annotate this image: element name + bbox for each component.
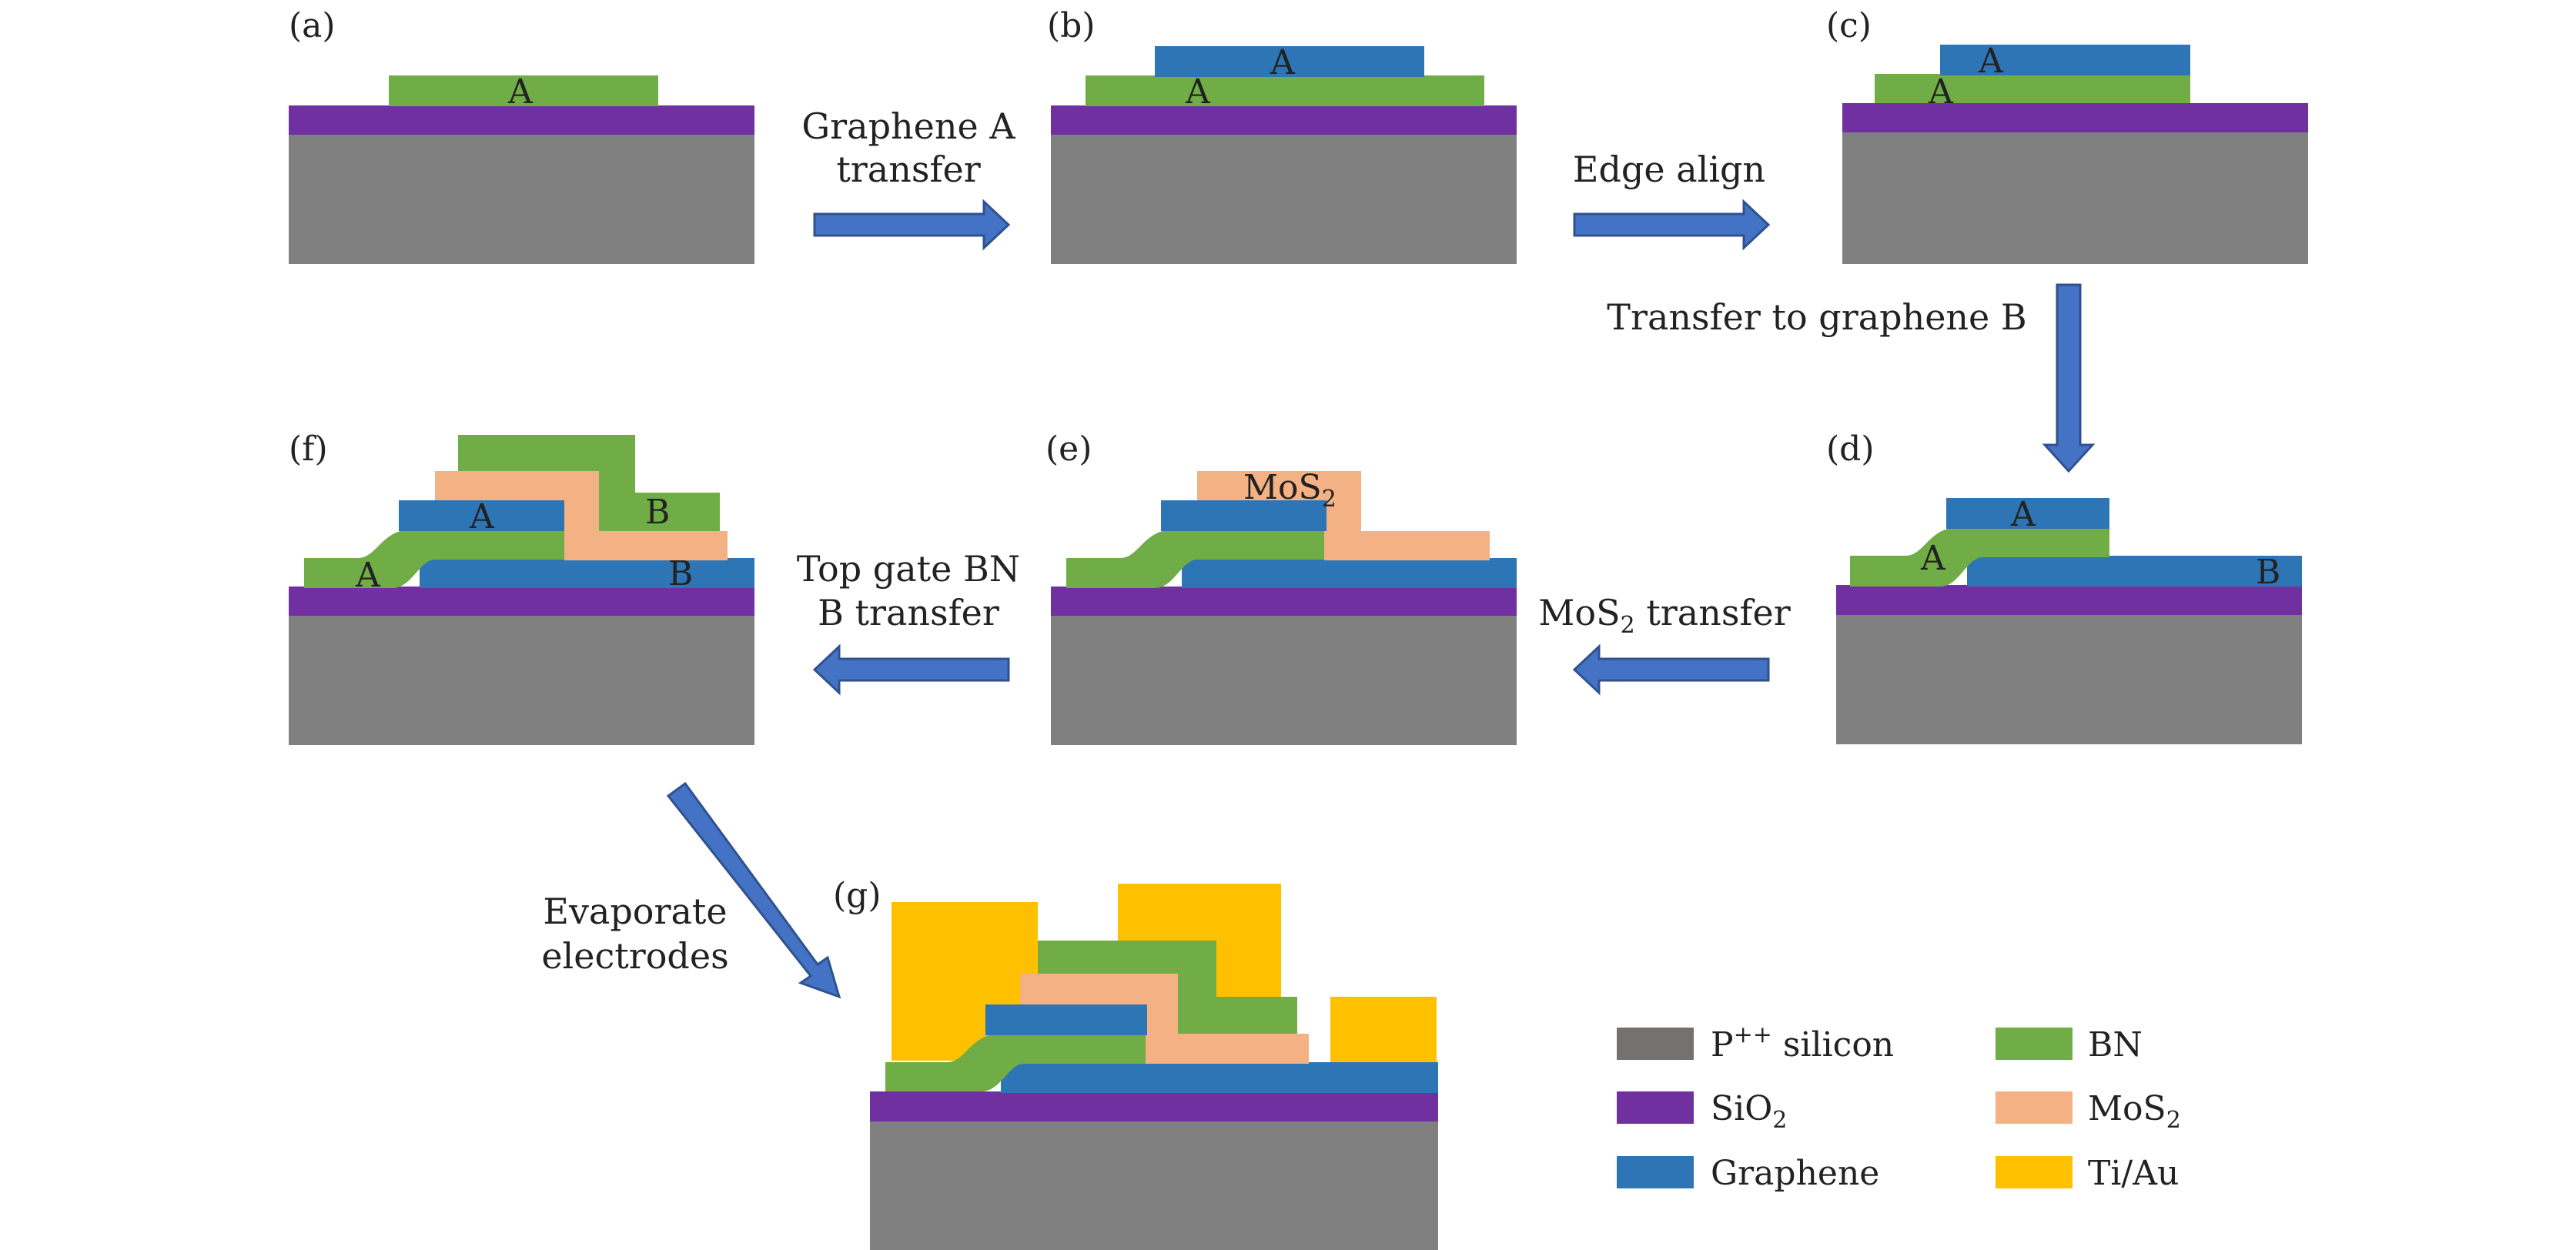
step-edge-align: Edge align xyxy=(1573,149,1771,251)
legend-swatch-silicon xyxy=(1617,1028,1694,1060)
legend-label-tiau: Ti/Au xyxy=(2088,1154,2179,1193)
legend-label-sio2: SiO2 xyxy=(1711,1089,1787,1134)
right-arrow xyxy=(1573,199,1771,251)
flake-label-a: A xyxy=(355,556,381,595)
graphene-flake-a xyxy=(985,1004,1147,1035)
step-transfer-to-graphene-b: Transfer to graphene B xyxy=(1607,283,2096,473)
step-text: Transfer to graphene B xyxy=(1607,296,2026,338)
legend: P++ silicon BN SiO2 MoS2 Graphene Ti/Au xyxy=(1617,1021,2181,1193)
sio2-layer xyxy=(289,105,754,135)
left-arrow xyxy=(812,643,1010,696)
flake-label-b: B xyxy=(645,493,670,532)
silicon-substrate xyxy=(1051,614,1517,745)
panel-label-d: (d) xyxy=(1826,429,1875,469)
top-bn-flake xyxy=(1038,941,1297,1034)
sio2-layer xyxy=(1842,103,2308,132)
top-bn-flake xyxy=(458,435,720,531)
bn-flake xyxy=(304,530,566,588)
flake-label-b: B xyxy=(2256,553,2280,592)
step-text: Edge align xyxy=(1573,149,1765,190)
sio2-layer xyxy=(289,587,754,616)
graphene-flake-b xyxy=(1001,1062,1438,1093)
tiau-electrode-right xyxy=(1330,997,1437,1063)
flake-label-a: A xyxy=(469,497,495,536)
flake-label-a: A xyxy=(1270,43,1296,82)
silicon-substrate xyxy=(289,614,754,745)
step-text: MoS2 transfer xyxy=(1538,592,1790,639)
step-text-line1: Graphene A xyxy=(801,105,1015,147)
step-text-line1: Evaporate xyxy=(543,891,727,932)
right-arrow xyxy=(813,199,1011,251)
step-evaporate-electrodes: Evaporate electrodes xyxy=(541,781,841,999)
silicon-substrate xyxy=(289,133,754,264)
bn-flake xyxy=(885,1034,1147,1091)
silicon-substrate xyxy=(1051,133,1517,264)
step-graphene-a-transfer: Graphene A transfer xyxy=(801,105,1015,251)
panel-d: (d) A A B xyxy=(1826,429,2302,744)
mos2-flake xyxy=(435,471,728,560)
legend-label-mos2: MoS2 xyxy=(2088,1089,2181,1134)
sio2-layer xyxy=(1051,105,1517,135)
sio2-layer xyxy=(870,1091,1438,1121)
legend-swatch-tiau xyxy=(1996,1156,2073,1188)
down-arrow xyxy=(2042,283,2096,473)
graphene-flake xyxy=(1155,46,1424,77)
legend-label-bn: BN xyxy=(2088,1025,2143,1065)
panel-f: (f) A A B B xyxy=(289,429,754,745)
graphene-flake-a xyxy=(399,500,564,531)
silicon-substrate xyxy=(870,1120,1438,1250)
mos2-flake xyxy=(1197,471,1490,560)
mos2-flake xyxy=(1020,974,1309,1064)
flake-label-b: B xyxy=(668,554,693,593)
panel-c: (c) A A xyxy=(1826,6,2308,264)
step-text-line2: transfer xyxy=(836,149,980,190)
panel-label-b: (b) xyxy=(1047,6,1096,45)
bn-flake xyxy=(389,75,658,106)
silicon-substrate xyxy=(1836,613,2302,744)
graphene-flake-b xyxy=(420,558,754,588)
flake-label-a: A xyxy=(2010,495,2036,534)
bn-flake xyxy=(1875,74,2190,103)
flake-label-a: A xyxy=(1920,539,1946,578)
legend-swatch-mos2 xyxy=(1996,1091,2073,1124)
sio2-layer xyxy=(1836,585,2302,615)
graphene-flake-b xyxy=(1967,556,2302,587)
bn-flake xyxy=(1066,530,1324,588)
flake-label-a: A xyxy=(1185,72,1211,112)
sio2-layer xyxy=(1051,587,1517,616)
step-text-line2: B transfer xyxy=(818,592,999,633)
legend-label-silicon: P++ silicon xyxy=(1711,1021,1894,1065)
graphene-flake xyxy=(1940,45,2190,75)
panel-label-f: (f) xyxy=(289,429,328,469)
panel-label-e: (e) xyxy=(1045,429,1092,469)
panel-b: (b) A A xyxy=(1047,6,1517,264)
step-text-line2: electrodes xyxy=(541,935,728,977)
legend-swatch-bn xyxy=(1996,1028,2073,1060)
graphene-flake-b xyxy=(1182,558,1517,588)
panel-g: (g) xyxy=(833,876,1438,1250)
left-arrow xyxy=(1572,643,1770,696)
step-top-gate-bn: Top gate BN B transfer xyxy=(797,548,1020,696)
graphene-flake-a xyxy=(1946,498,2109,529)
panel-e: (e) MoS2 xyxy=(1045,429,1517,745)
silicon-substrate xyxy=(1842,131,2308,264)
flake-label-a: A xyxy=(1928,72,1954,112)
legend-label-graphene: Graphene xyxy=(1711,1154,1879,1193)
panel-label-g: (g) xyxy=(833,876,882,915)
panel-label-a: (a) xyxy=(289,6,336,45)
bn-flake xyxy=(1086,75,1484,106)
legend-swatch-graphene xyxy=(1617,1156,1694,1188)
panel-a: (a) A xyxy=(289,6,754,264)
graphene-flake-a xyxy=(1161,500,1326,531)
panel-label-c: (c) xyxy=(1826,6,1872,45)
diagonal-arrow xyxy=(666,781,841,999)
step-text-line1: Top gate BN xyxy=(797,548,1020,590)
step-mos2-transfer: MoS2 transfer xyxy=(1538,592,1791,696)
flake-label-a: A xyxy=(1978,42,2004,81)
legend-swatch-sio2 xyxy=(1617,1091,1694,1124)
bn-flake xyxy=(1850,527,2109,587)
flake-label-mos2: MoS2 xyxy=(1243,468,1337,513)
flake-label-a: A xyxy=(507,72,534,112)
